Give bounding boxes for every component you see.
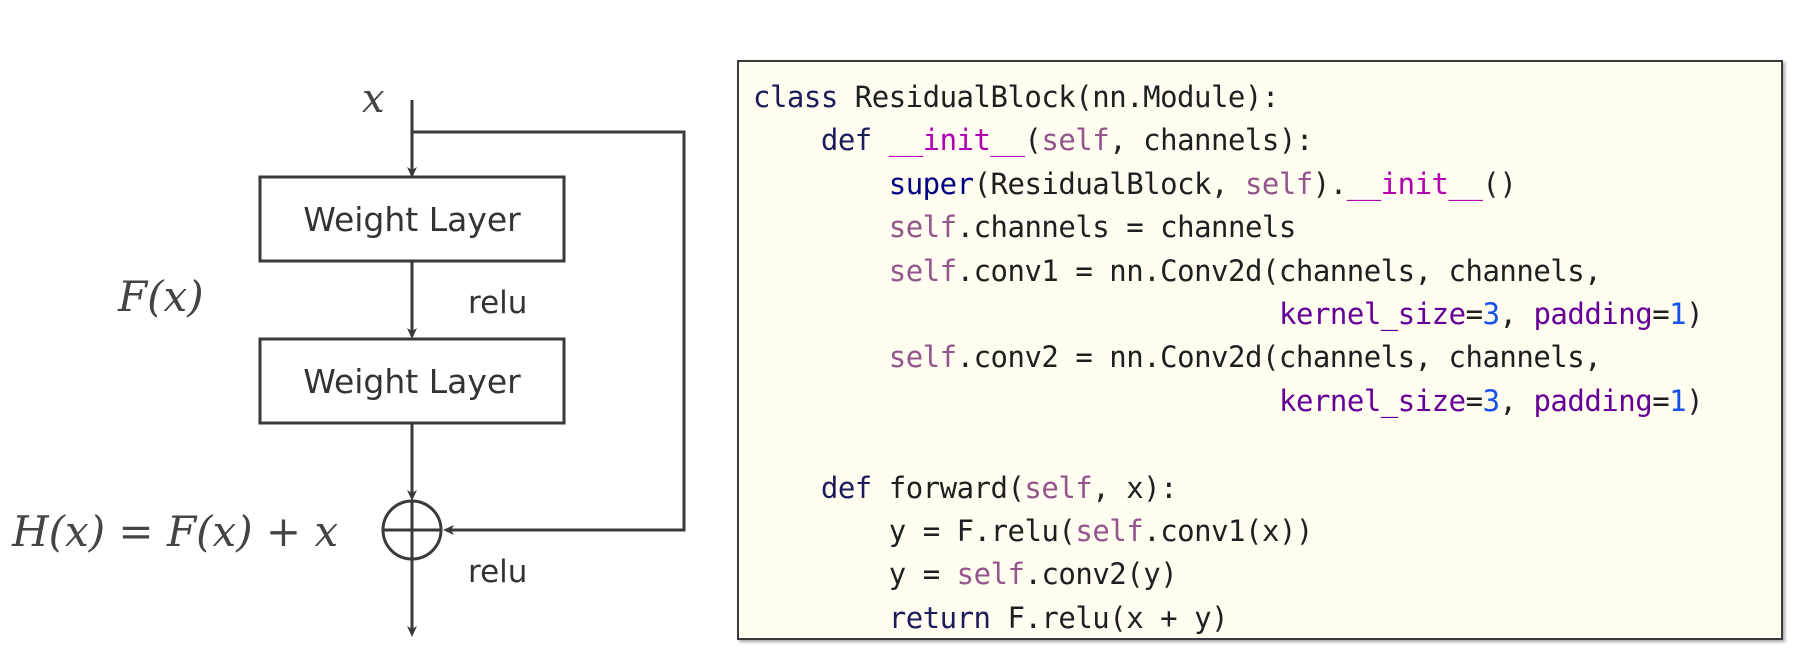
code-line: def __init__(self, channels): [820,123,1313,158]
code-line: def forward(self, x): [820,470,1178,505]
weight-layer-2-label: Weight Layer [303,362,521,401]
code-line: self.conv2 = nn.Conv2d(channels, channel… [888,340,1602,375]
weight-layer-2 [258,337,566,425]
weight-layer-1 [258,175,566,263]
output-label: H(x) = F(x) + x [11,507,338,556]
code-line: self.channels = channels [888,210,1297,245]
code-line: return F.relu(x + y) [888,600,1229,635]
code-line: super(ResidualBlock, self).__init__() [888,166,1517,201]
residual-function-label: F(x) [117,272,204,321]
skip-connection [412,130,686,535]
code-block: class ResidualBlock(nn.Module): def __in… [753,76,1781,640]
relu-label-1: relu [468,285,527,321]
code-line: y = F.relu(self.conv1(x)) [888,514,1314,549]
code-panel: class ResidualBlock(nn.Module): def __in… [737,60,1783,640]
code-line: y = self.conv2(y) [888,557,1178,592]
plus-circle-icon [381,499,443,561]
code-line: self.conv1 = nn.Conv2d(channels, channel… [888,253,1602,288]
relu-label-2: relu [468,554,527,590]
code-line: class ResidualBlock(nn.Module): [753,80,1279,114]
weight-layer-1-label: Weight Layer [303,200,521,239]
code-line: kernel_size=3, padding=1) [1279,297,1704,332]
residual-block-diagram: x Weight Layer relu F(x) Weight Layer H(… [11,76,686,637]
input-label: x [362,76,385,122]
code-line: kernel_size=3, padding=1) [1279,383,1704,418]
